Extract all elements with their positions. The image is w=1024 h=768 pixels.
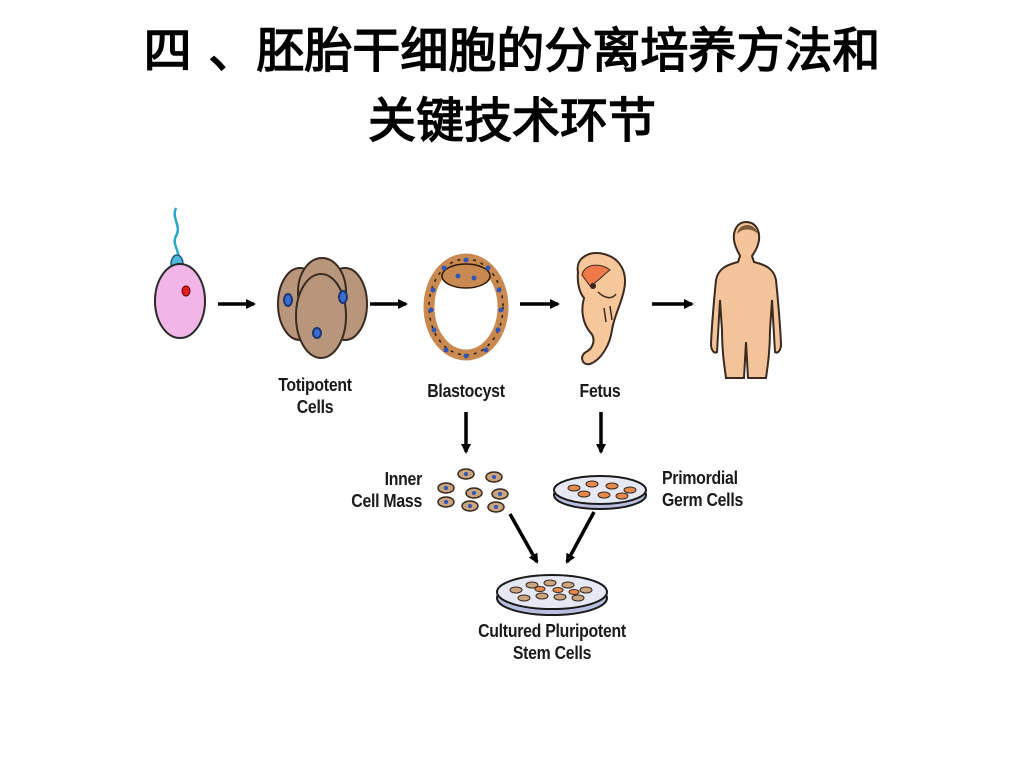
arrow-icm-to-culture [508, 513, 539, 564]
pgc-label-line-2: Germ Cells [662, 490, 744, 510]
human-icon [709, 220, 783, 379]
primordial-germ-cells-dish-icon [553, 475, 647, 510]
blastocyst-label: Blastocyst [427, 381, 505, 401]
inner-cell-mass-icon [437, 468, 509, 513]
cultured-stem-cells-label: Cultured Pluripotent Stem Cells [464, 620, 640, 664]
totipotent-label-line-2: Cells [296, 397, 334, 417]
arrow-pgc-to-culture [565, 511, 596, 564]
sperm-and-egg-icon [154, 207, 206, 339]
slide-title-line-2: 关键技术环节 [367, 93, 656, 149]
primordial-germ-cells-label: Primordial Germ Cells [662, 467, 768, 511]
blastocyst-icon [423, 253, 509, 361]
slide-title-line-1: 四 、胚胎干细胞的分离培养方法和 [143, 23, 881, 79]
totipotent-cells-icon [277, 257, 368, 359]
totipotent-cells-label: Totipotent Cells [262, 374, 368, 418]
fetus-label: Fetus [579, 381, 621, 401]
icm-label-line-1: Inner [384, 469, 423, 489]
fetus-icon [576, 252, 626, 366]
totipotent-label-line-1: Totipotent [278, 375, 352, 395]
inner-cell-mass-label: Inner Cell Mass [332, 468, 422, 512]
cultured-label-line-1: Cultured Pluripotent [478, 621, 626, 641]
pgc-label-line-1: Primordial [662, 468, 738, 488]
cultured-label-line-2: Stem Cells [512, 643, 592, 663]
cultured-stem-cells-dish-icon [496, 574, 608, 616]
icm-label-line-2: Cell Mass [351, 491, 422, 511]
